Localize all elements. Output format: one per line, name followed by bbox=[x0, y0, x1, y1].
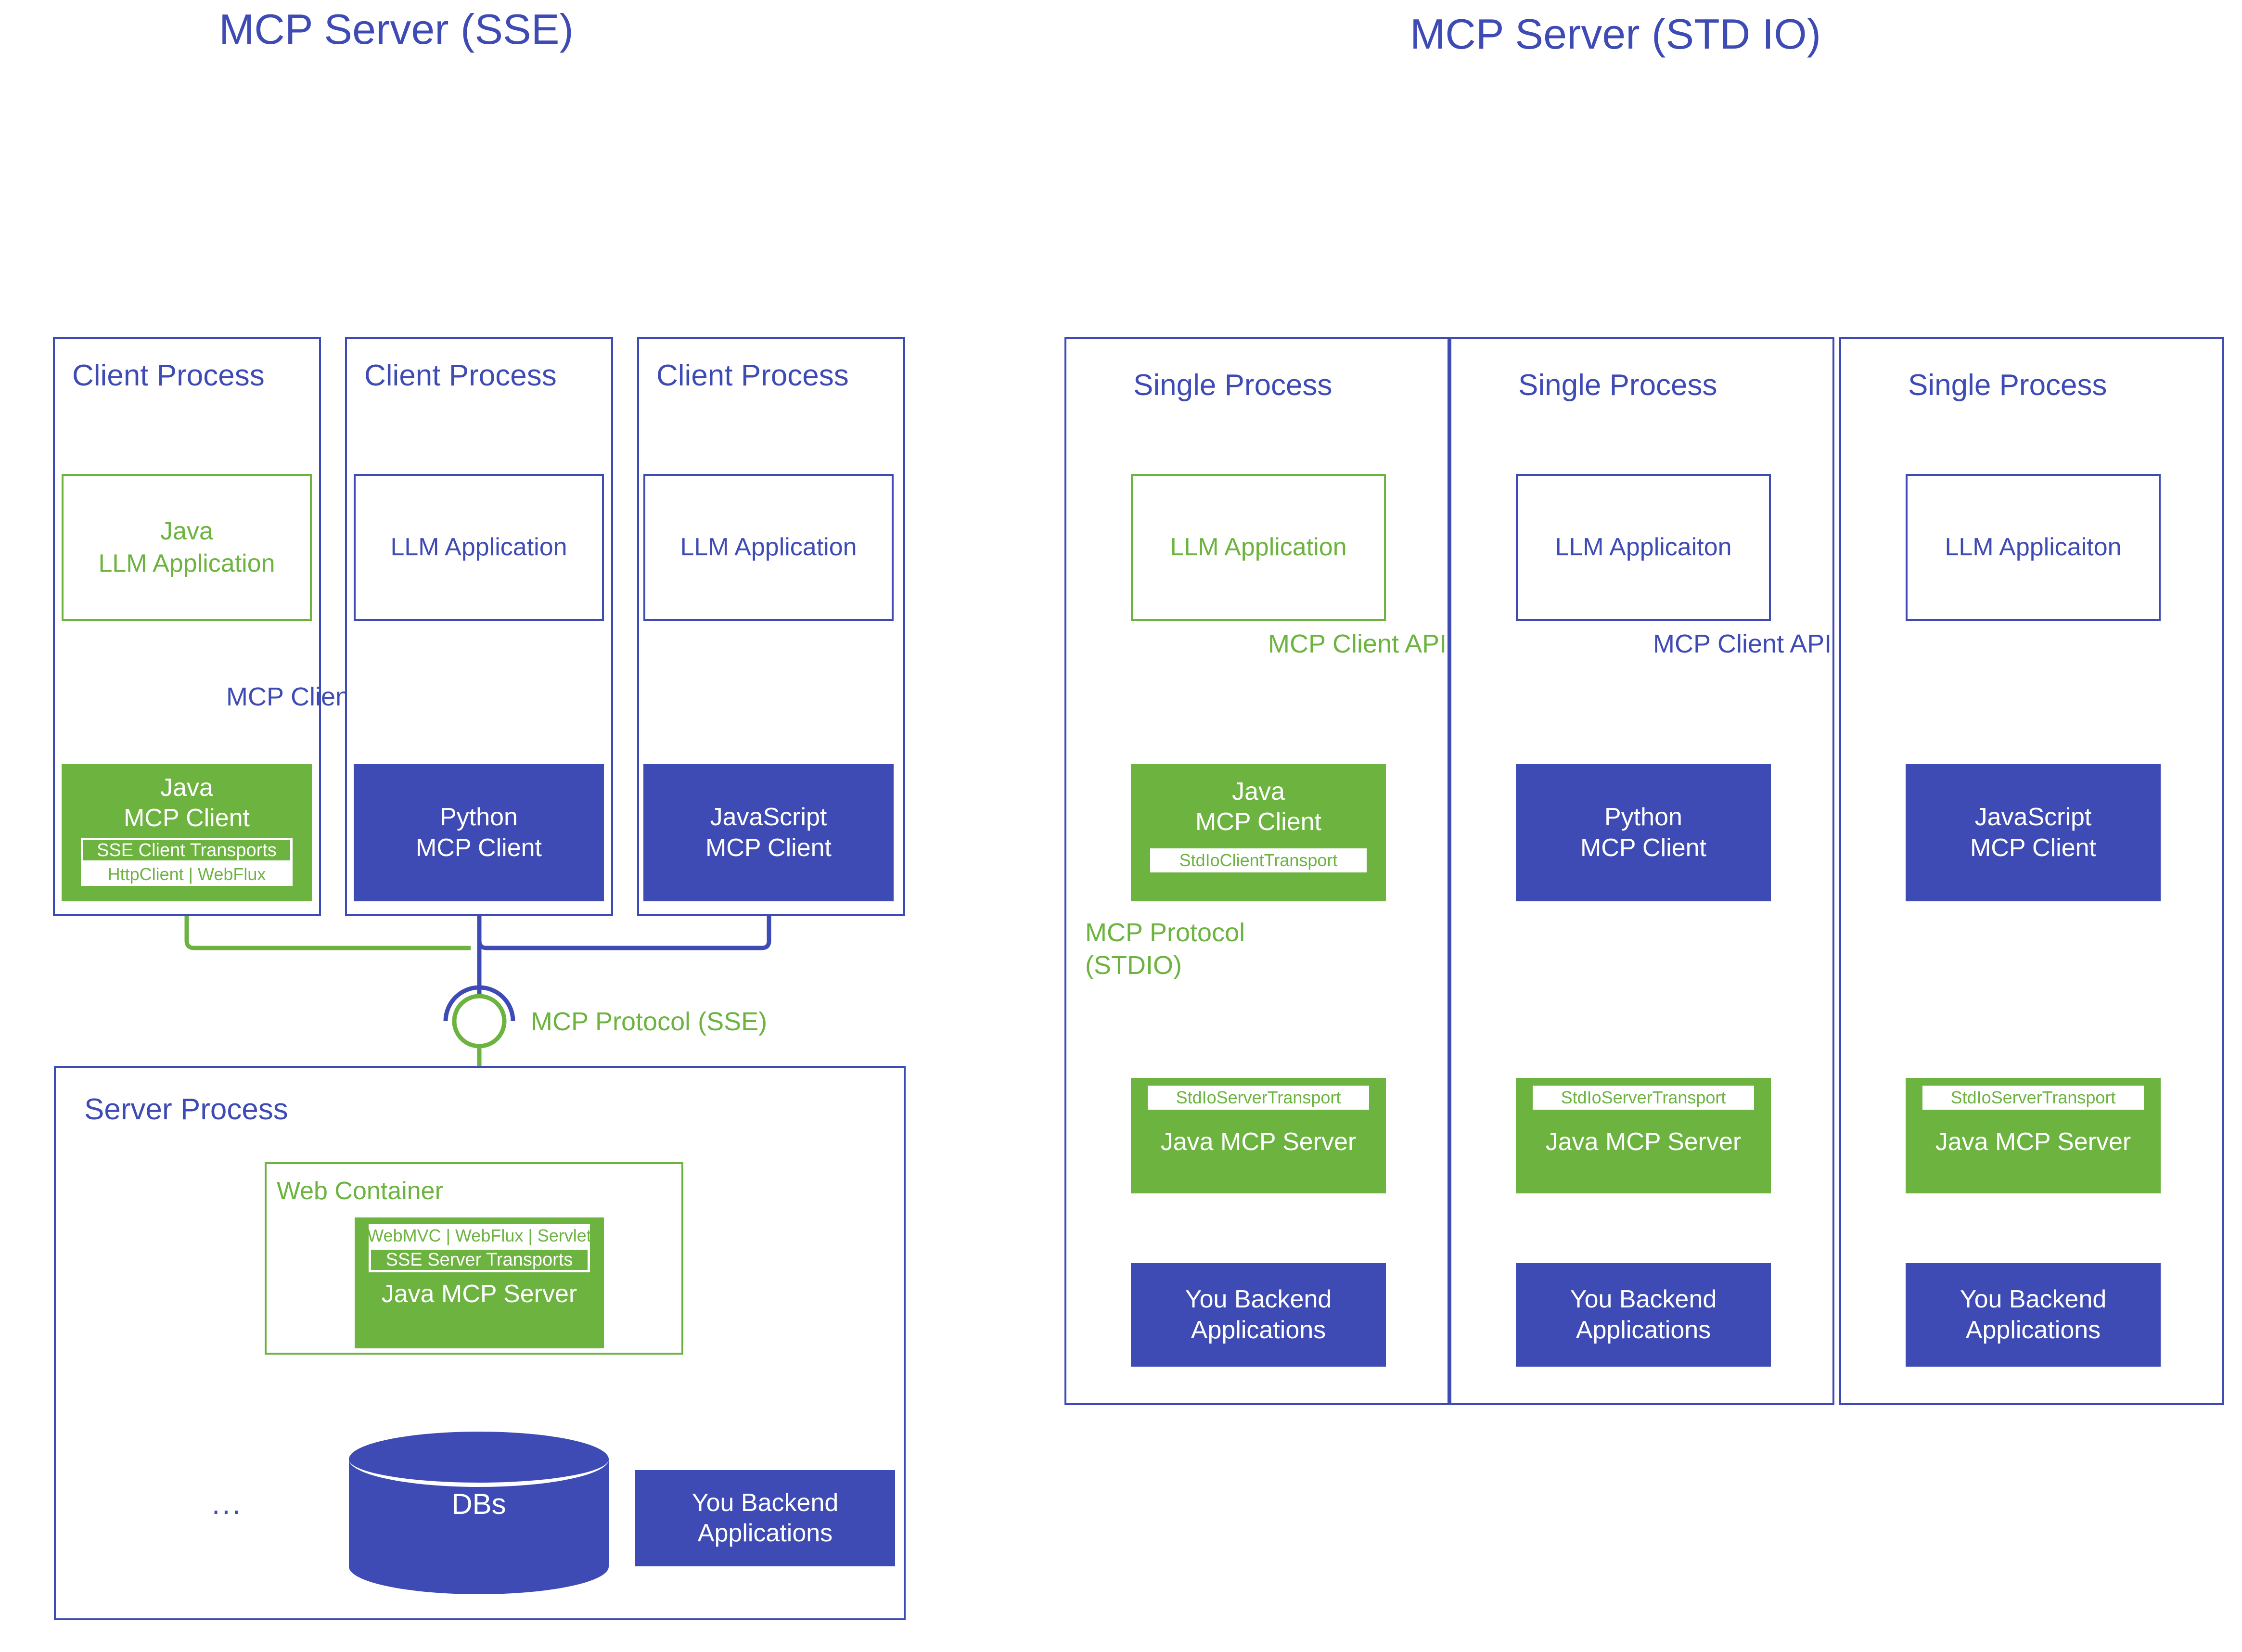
stdio-server-transport-band: StdIoServerTransport bbox=[1922, 1086, 2144, 1110]
java-mcp-server-box-r1: StdIoServerTransport Java MCP Server bbox=[1131, 1078, 1386, 1193]
single-process-title-2: Single Process bbox=[1518, 369, 1717, 402]
javascript-mcp-client-box-r3: JavaScript MCP Client bbox=[1906, 764, 2161, 901]
llm-app-line2: LLM Application bbox=[98, 549, 275, 577]
webmvc-webflux-servlet-band: WebMVC | WebFlux | Servlet bbox=[367, 1224, 591, 1247]
java-mcp-server-box-r3: StdIoServerTransport Java MCP Server bbox=[1906, 1078, 2161, 1193]
stdio-client-transport-band: StdIoClientTransport bbox=[1150, 848, 1367, 872]
llm-application-box-r2: LLM Applicaiton bbox=[1516, 474, 1771, 621]
backend-applications-box-r1: You Backend Applications bbox=[1131, 1263, 1386, 1367]
javascript-mcp-client-box: JavaScript MCP Client bbox=[643, 764, 894, 901]
mcp-protocol-sse-label: MCP Protocol (SSE) bbox=[531, 1007, 768, 1036]
web-container-label: Web Container bbox=[277, 1177, 443, 1205]
llm-application-box-r1: LLM Application bbox=[1131, 474, 1386, 621]
mcp-client-line1: Java bbox=[1232, 778, 1285, 806]
ellipsis-more-services: ... bbox=[212, 1487, 243, 1521]
llm-application-box-2: LLM Application bbox=[354, 474, 604, 621]
java-mcp-client-box: Java MCP Client SSE Client Transports Ht… bbox=[62, 764, 312, 901]
single-process-title-3: Single Process bbox=[1908, 369, 2107, 402]
java-mcp-server-title: Java MCP Server bbox=[1935, 1128, 2131, 1156]
client-process-title-1: Client Process bbox=[72, 359, 265, 392]
client-process-title-2: Client Process bbox=[364, 359, 557, 392]
mcp-client-api-label-r1: MCP Client API bbox=[1268, 629, 1447, 658]
mcp-client-line1: Python bbox=[440, 803, 518, 832]
single-process-title-1: Single Process bbox=[1133, 369, 1332, 402]
protocol-line2: (STDIO) bbox=[1085, 950, 1182, 980]
mcp-client-line2: MCP Client bbox=[1195, 808, 1321, 836]
mcp-client-line2: MCP Client bbox=[705, 833, 832, 862]
mcp-client-line1: Java bbox=[160, 774, 213, 802]
client-process-title-3: Client Process bbox=[656, 359, 849, 392]
sse-client-transports-band: SSE Client Transports bbox=[81, 837, 293, 863]
mcp-client-line1: Python bbox=[1604, 803, 1682, 832]
backend-applications-box-left: You Backend Applications bbox=[635, 1470, 895, 1566]
protocol-line1: MCP Protocol bbox=[1085, 918, 1245, 947]
backend-line2: Applications bbox=[1191, 1316, 1326, 1344]
mcp-client-line1: JavaScript bbox=[710, 803, 827, 832]
java-mcp-server-box-left: WebMVC | WebFlux | Servlet SSE Server Tr… bbox=[355, 1217, 604, 1348]
python-mcp-client-box-r2: Python MCP Client bbox=[1516, 764, 1771, 901]
llm-application-box-3: LLM Application bbox=[643, 474, 894, 621]
backend-applications-box-r3: You Backend Applications bbox=[1906, 1263, 2161, 1367]
llm-app-line1: Java bbox=[160, 517, 213, 545]
stdio-server-transport-band: StdIoServerTransport bbox=[1148, 1086, 1369, 1110]
java-mcp-server-title: Java MCP Server bbox=[1545, 1128, 1742, 1156]
mcp-client-line2: MCP Client bbox=[1970, 833, 2096, 862]
stdio-server-transport-band: StdIoServerTransport bbox=[1533, 1086, 1754, 1110]
server-process-title: Server Process bbox=[84, 1093, 288, 1126]
backend-line1: You Backend bbox=[692, 1488, 839, 1517]
web-container-frame bbox=[265, 1162, 683, 1355]
java-mcp-server-box-r2: StdIoServerTransport Java MCP Server bbox=[1516, 1078, 1771, 1193]
llm-application-box-r3: LLM Applicaiton bbox=[1906, 474, 2161, 621]
db-cylinder-top bbox=[349, 1432, 609, 1487]
backend-applications-box-r2: You Backend Applications bbox=[1516, 1263, 1771, 1367]
mcp-client-api-label-r2: MCP Client API bbox=[1653, 629, 1832, 658]
backend-line1: You Backend bbox=[1960, 1285, 2107, 1314]
mcp-client-line2: MCP Client bbox=[415, 833, 542, 862]
python-mcp-client-box: Python MCP Client bbox=[354, 764, 604, 901]
backend-line1: You Backend bbox=[1570, 1285, 1717, 1314]
right-diagram-title: MCP Server (STD IO) bbox=[1410, 10, 1821, 58]
java-mcp-server-title: Java MCP Server bbox=[1160, 1128, 1357, 1156]
backend-line2: Applications bbox=[1576, 1316, 1711, 1344]
llm-application-box-1: Java LLM Application bbox=[62, 474, 312, 621]
java-mcp-client-box-r1: Java MCP Client StdIoClientTransport bbox=[1131, 764, 1386, 901]
mcp-client-line1: JavaScript bbox=[1974, 803, 2092, 832]
backend-line2: Applications bbox=[1965, 1316, 2101, 1344]
mcp-protocol-stdio-label: MCP Protocol (STDIO) bbox=[1085, 917, 1245, 982]
left-diagram-title: MCP Server (SSE) bbox=[219, 5, 574, 53]
httpclient-webflux-band: HttpClient | WebFlux bbox=[81, 862, 293, 886]
db-cylinder-bottom bbox=[349, 1539, 609, 1594]
backend-line2: Applications bbox=[697, 1519, 833, 1547]
mcp-client-line2: MCP Client bbox=[123, 804, 250, 832]
mcp-client-line2: MCP Client bbox=[1580, 833, 1706, 862]
db-label: DBs bbox=[451, 1487, 506, 1520]
backend-line1: You Backend bbox=[1185, 1285, 1332, 1314]
sse-server-transports-band: SSE Server Transports bbox=[369, 1247, 590, 1272]
java-mcp-server-title: Java MCP Server bbox=[381, 1280, 577, 1308]
